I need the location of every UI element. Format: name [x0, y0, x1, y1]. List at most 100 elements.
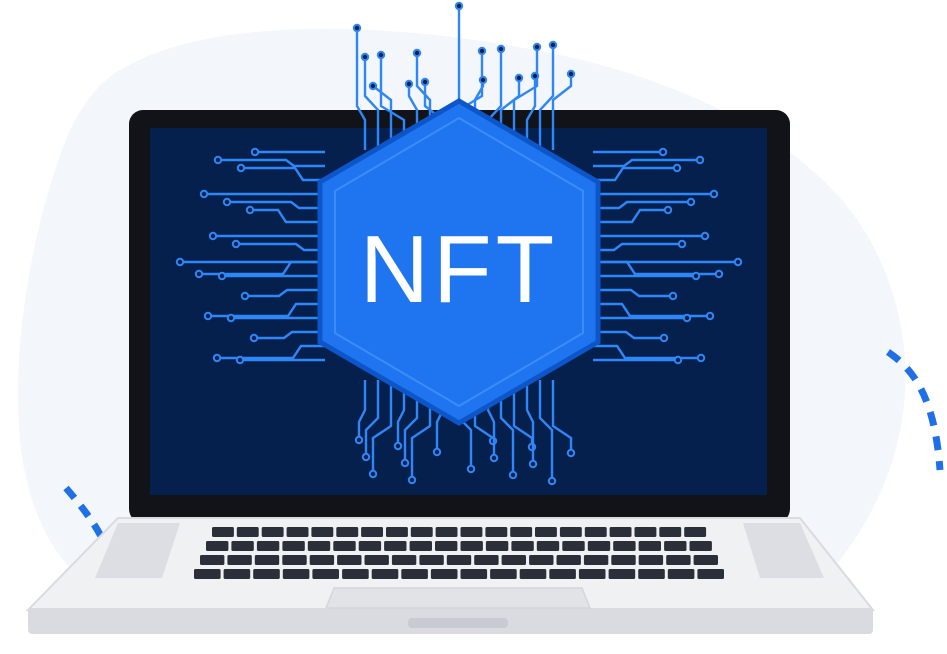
circuit-node [672, 163, 682, 173]
keyboard-key [342, 569, 369, 579]
circuit-node [705, 311, 715, 321]
circuit-node [514, 73, 524, 83]
circuit-node [249, 333, 259, 343]
keyboard-key [312, 569, 339, 579]
circuit-node [682, 313, 692, 323]
keyboard-key [419, 555, 444, 565]
keyboard-key [282, 555, 307, 565]
circuit-node [404, 79, 414, 89]
circuit-node [477, 46, 487, 56]
keyboard-key [634, 527, 657, 537]
circuit-board-icon [175, 1, 743, 486]
circuit-trace [355, 28, 367, 150]
keyboard-key [282, 541, 305, 551]
circuit-node [454, 1, 464, 11]
keyboard-key [501, 555, 526, 565]
circuit-node [393, 441, 403, 451]
circuit-node [673, 355, 683, 365]
circuit-trace [208, 302, 325, 318]
circuit-node [236, 163, 246, 173]
keyboard-key [689, 541, 712, 551]
keyboard-key [391, 555, 417, 565]
keyboard-key [556, 555, 581, 565]
circuit-trace [364, 380, 380, 457]
keyboard-key [549, 569, 576, 579]
circuit-node [733, 257, 743, 267]
circuit-node [407, 475, 417, 485]
circuit-node [663, 205, 673, 215]
circuit-node [250, 147, 260, 157]
keyboard-key [282, 569, 310, 579]
circuit-node [245, 205, 255, 215]
keyboard-key [460, 569, 488, 579]
keyboard-key [254, 555, 280, 565]
circuit-trace [538, 45, 555, 150]
keyboard-key [333, 541, 356, 551]
dashed-arc-right [886, 349, 944, 471]
circuit-node [212, 353, 222, 363]
keyboard-key [638, 555, 664, 565]
circuit-node [659, 333, 669, 343]
keyboard-key [559, 527, 582, 537]
circuit-trace [363, 57, 380, 150]
circuit-node [532, 42, 542, 52]
keyboard-key [474, 555, 499, 565]
keyboard-key [337, 555, 362, 565]
keyboard-key [584, 527, 607, 537]
touchpad [324, 587, 592, 609]
keyboard-key [212, 527, 234, 537]
keyboard-key [410, 527, 433, 537]
circuit-node [695, 155, 705, 165]
circuit-node [222, 197, 232, 207]
keyboard-key [384, 541, 407, 551]
keyboard-key [435, 541, 458, 551]
keyboard-key [401, 569, 428, 579]
circuit-node [696, 353, 706, 363]
keyboard-key [286, 527, 309, 537]
keyboard-key [223, 569, 251, 579]
circuit-node [489, 453, 499, 463]
keyboard-key [667, 569, 695, 579]
circuit-trace [236, 242, 325, 252]
circuit-trace [371, 380, 393, 474]
keyboard-key [510, 527, 533, 537]
keyboard-key [697, 569, 724, 579]
circuit-node [194, 269, 204, 279]
circuit-node [566, 448, 576, 458]
circuit-node [240, 291, 250, 301]
keyboard-key [511, 541, 534, 551]
circuit-node [354, 435, 364, 445]
circuit-node [361, 452, 371, 462]
keyboard-key [485, 541, 509, 551]
keyboard-key [490, 569, 517, 579]
circuit-trace [245, 288, 325, 298]
keyboard-key [364, 555, 389, 565]
circuit-node [700, 231, 710, 241]
circuit-trace [218, 158, 325, 168]
circuit-node [432, 447, 442, 457]
circuit-node [496, 44, 506, 54]
keyboard-key [311, 527, 334, 537]
circuit-node [530, 71, 540, 81]
circuit-trace [593, 344, 701, 360]
circuit-node [709, 189, 719, 199]
circuit-node [548, 40, 558, 50]
nft-hexagon-icon [317, 98, 601, 426]
keyboard-key [430, 569, 458, 579]
circuit-trace [593, 208, 668, 224]
keyboard-key [256, 541, 280, 551]
circuit-node [352, 23, 362, 33]
circuit-trace [551, 380, 573, 453]
keyboard-key [638, 541, 661, 551]
keyboard-key [227, 555, 252, 565]
circuit-node [566, 69, 576, 79]
circuit-node [231, 239, 241, 249]
nft-hexagon-inner-outline [334, 116, 584, 408]
circuit-node [420, 77, 430, 87]
keyboard-key [587, 541, 611, 551]
circuit-node [677, 239, 687, 249]
keyboard-key [358, 541, 382, 551]
keyboard-key [231, 541, 254, 551]
circuit-node [368, 469, 378, 479]
laptop-hinge-notch [408, 618, 508, 628]
